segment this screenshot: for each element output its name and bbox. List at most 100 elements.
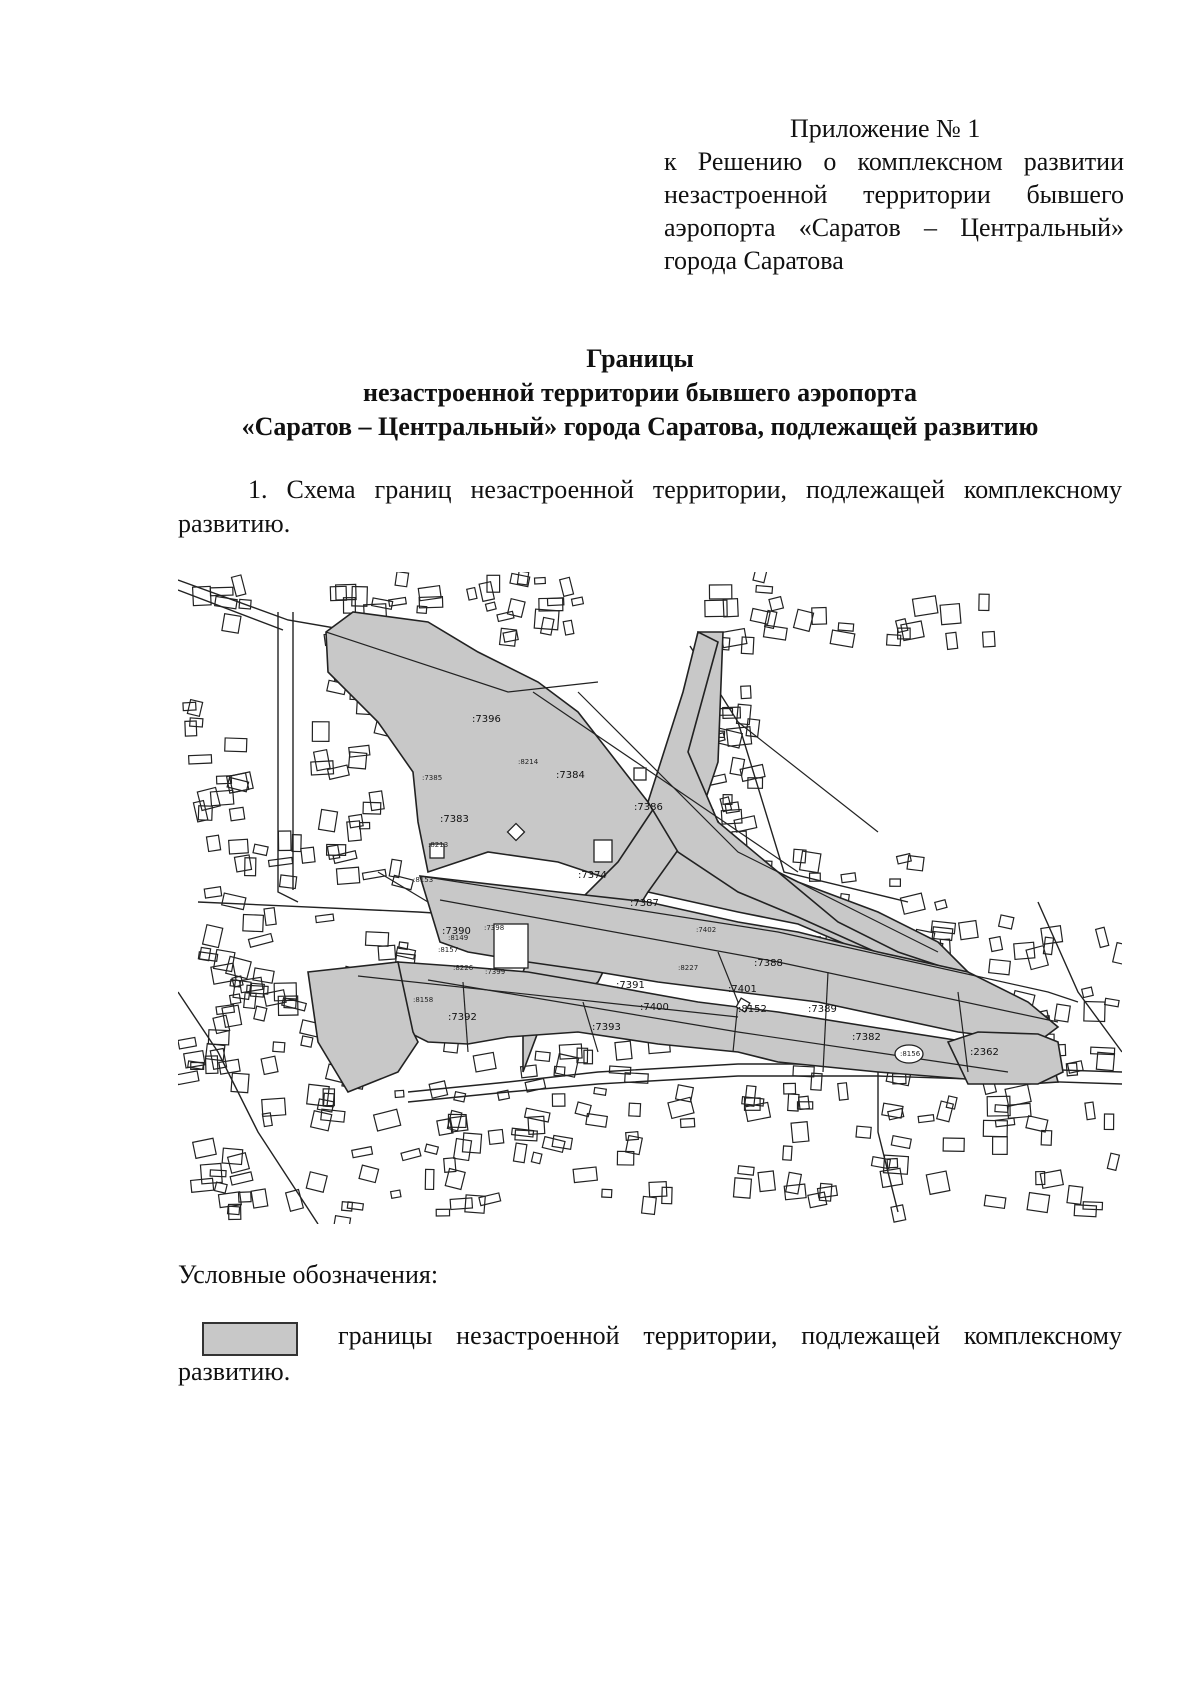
building-outline — [740, 636, 755, 655]
building-outline — [277, 830, 292, 852]
building-outline — [527, 1115, 546, 1135]
building-outline — [807, 1191, 828, 1209]
building-outline — [230, 574, 247, 598]
building-outline — [252, 967, 275, 984]
building-outline — [232, 979, 252, 1001]
building-outline — [1040, 1129, 1053, 1146]
building-outline — [261, 1097, 287, 1117]
building-outline — [1042, 936, 1055, 956]
building-outline — [496, 1089, 511, 1101]
building-outline — [334, 583, 357, 601]
parcel-label-small: :8213 — [428, 841, 448, 849]
building-outline — [220, 892, 247, 911]
building-outline — [388, 858, 403, 879]
building-outline — [757, 1170, 777, 1193]
appendix-line: к Решению о комплексном развитии — [664, 147, 1124, 176]
parcel-label: :7382 — [852, 1032, 881, 1043]
building-outline — [885, 633, 902, 647]
building-outline — [558, 1043, 583, 1060]
building-outline — [538, 597, 564, 612]
building-outline — [310, 760, 335, 776]
building-outline — [624, 1134, 644, 1156]
building-outline — [674, 1084, 695, 1103]
building-outline — [198, 946, 212, 962]
building-outline — [640, 1195, 657, 1216]
building-outline — [221, 1147, 244, 1166]
building-outline — [267, 856, 294, 868]
appendix-line: аэропорта «Саратов – Центральный» — [664, 213, 1124, 242]
parcel-label-small: :7399 — [485, 968, 505, 976]
building-outline — [486, 574, 501, 593]
building-outline — [186, 698, 204, 718]
building-outline — [1066, 1184, 1084, 1206]
building-outline — [449, 1115, 469, 1133]
parcel-label: :7388 — [754, 958, 783, 969]
building-outline — [209, 1169, 227, 1178]
building-outline — [272, 1041, 286, 1053]
building-outline — [247, 932, 274, 949]
building-outline — [512, 1142, 528, 1164]
parcel-label-small: :8156 — [900, 1050, 921, 1058]
building-outline — [242, 991, 257, 1010]
building-outline — [389, 1189, 402, 1200]
building-outline — [187, 754, 213, 765]
building-outline — [1053, 1003, 1071, 1023]
building-outline — [541, 1135, 566, 1154]
building-outline — [244, 857, 257, 877]
building-outline — [533, 608, 560, 631]
building-outline — [719, 796, 733, 813]
building-outline — [189, 1177, 215, 1193]
building-outline — [233, 854, 253, 873]
building-outline — [424, 1168, 435, 1191]
building-outline — [182, 1050, 206, 1069]
territory-parcel — [307, 961, 419, 1093]
building-outline — [1089, 1046, 1116, 1056]
parcel-label: :7374 — [578, 870, 607, 881]
document-title: Границы незастроенной территории бывшего… — [150, 342, 1130, 444]
building-outline — [648, 1181, 668, 1198]
building-outline — [453, 1090, 467, 1103]
building-outline — [762, 624, 788, 641]
building-outline — [212, 948, 236, 973]
parcel-label-small: :8149 — [448, 934, 468, 942]
building-outline — [906, 854, 925, 872]
parcel-label: :7386 — [634, 802, 663, 813]
building-outline — [424, 1143, 440, 1156]
building-outline — [855, 1125, 872, 1139]
parcel-label: :7401 — [728, 984, 757, 995]
building-outline — [516, 572, 530, 586]
appendix-line: города Саратова — [664, 246, 844, 275]
parcel-label-small: :7402 — [696, 926, 716, 934]
building-outline — [882, 1154, 910, 1175]
building-outline — [461, 1132, 483, 1154]
building-outline — [217, 1191, 243, 1209]
building-outline — [732, 1177, 753, 1199]
building-outline — [204, 1055, 219, 1075]
building-outline — [530, 1151, 543, 1165]
building-outline — [890, 1204, 907, 1223]
building-outline — [260, 1055, 279, 1076]
building-outline — [342, 597, 356, 614]
building-outline — [890, 1134, 912, 1150]
building-outline — [215, 775, 233, 785]
building-outline — [661, 1186, 673, 1205]
building-outline — [570, 596, 585, 607]
building-outline — [755, 584, 774, 594]
building-outline — [879, 1167, 904, 1189]
building-outline — [204, 1042, 226, 1062]
legend-heading: Условные обозначения: — [178, 1260, 439, 1289]
building-outline — [178, 1070, 200, 1086]
building-outline — [708, 584, 733, 600]
building-outline — [722, 706, 742, 720]
building-outline — [808, 872, 821, 882]
building-outline — [346, 1201, 365, 1211]
building-outline — [790, 1121, 810, 1144]
building-outline — [484, 601, 497, 612]
building-outline — [988, 935, 1004, 953]
territory-parcel — [647, 630, 959, 973]
building-outline — [889, 878, 902, 887]
building-outline — [203, 886, 223, 899]
building-outline — [768, 595, 785, 612]
building-outline — [340, 1201, 354, 1212]
building-outline — [519, 1064, 538, 1079]
